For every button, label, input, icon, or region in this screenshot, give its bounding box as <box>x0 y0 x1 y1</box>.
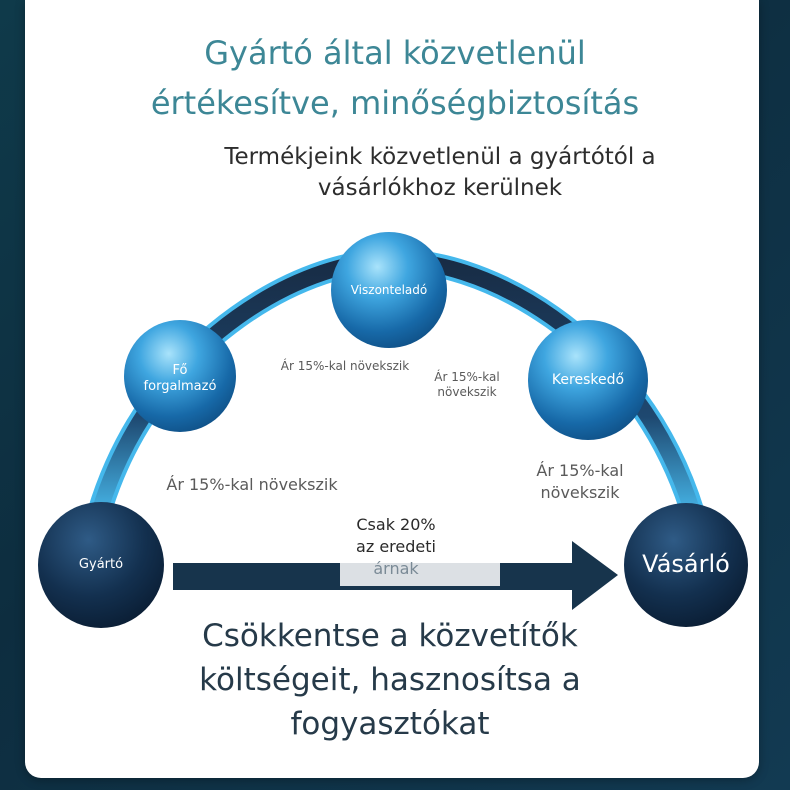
bottom-message: Csökkentse a közvetítők költségeit, hasz… <box>199 618 581 742</box>
main-distributor-node <box>124 320 236 432</box>
buyer-label: Vásárló <box>642 550 730 578</box>
trader-label: Kereskedő <box>552 372 624 388</box>
manufacturer-node <box>38 502 164 628</box>
step1-label: Ár 15%-kal növekszik <box>166 475 338 494</box>
manufacturer-label: Gyártó <box>79 557 123 572</box>
step2-label: Ár 15%-kal növekszik <box>281 358 409 373</box>
arrow-caption-line2: az eredeti <box>356 537 436 556</box>
arrow-caption-line3: árnak <box>373 559 419 578</box>
trader-node <box>528 320 648 440</box>
main-distributor-label-line2: forgalmazó <box>144 379 217 394</box>
reseller-node <box>331 232 447 348</box>
buyer-node <box>624 503 748 627</box>
step3-label-line1: Ár 15%-kal <box>434 369 499 384</box>
step4-label-line1: Ár 15%-kal <box>536 461 623 480</box>
step4-label-line2: növekszik <box>541 483 621 502</box>
page-title: Gyártó által közvetlenül értékesítve, mi… <box>150 34 640 122</box>
reseller-label: Viszonteladó <box>351 283 428 297</box>
arrow-label-bg <box>340 558 500 586</box>
step3-label-line2: növekszik <box>437 385 496 399</box>
arrow-caption-line1: Csak 20% <box>356 515 435 534</box>
main-distributor-label-line1: Fő <box>173 363 188 378</box>
page-subtitle: Termékjeink közvetlenül a gyártótól a vá… <box>224 144 656 201</box>
